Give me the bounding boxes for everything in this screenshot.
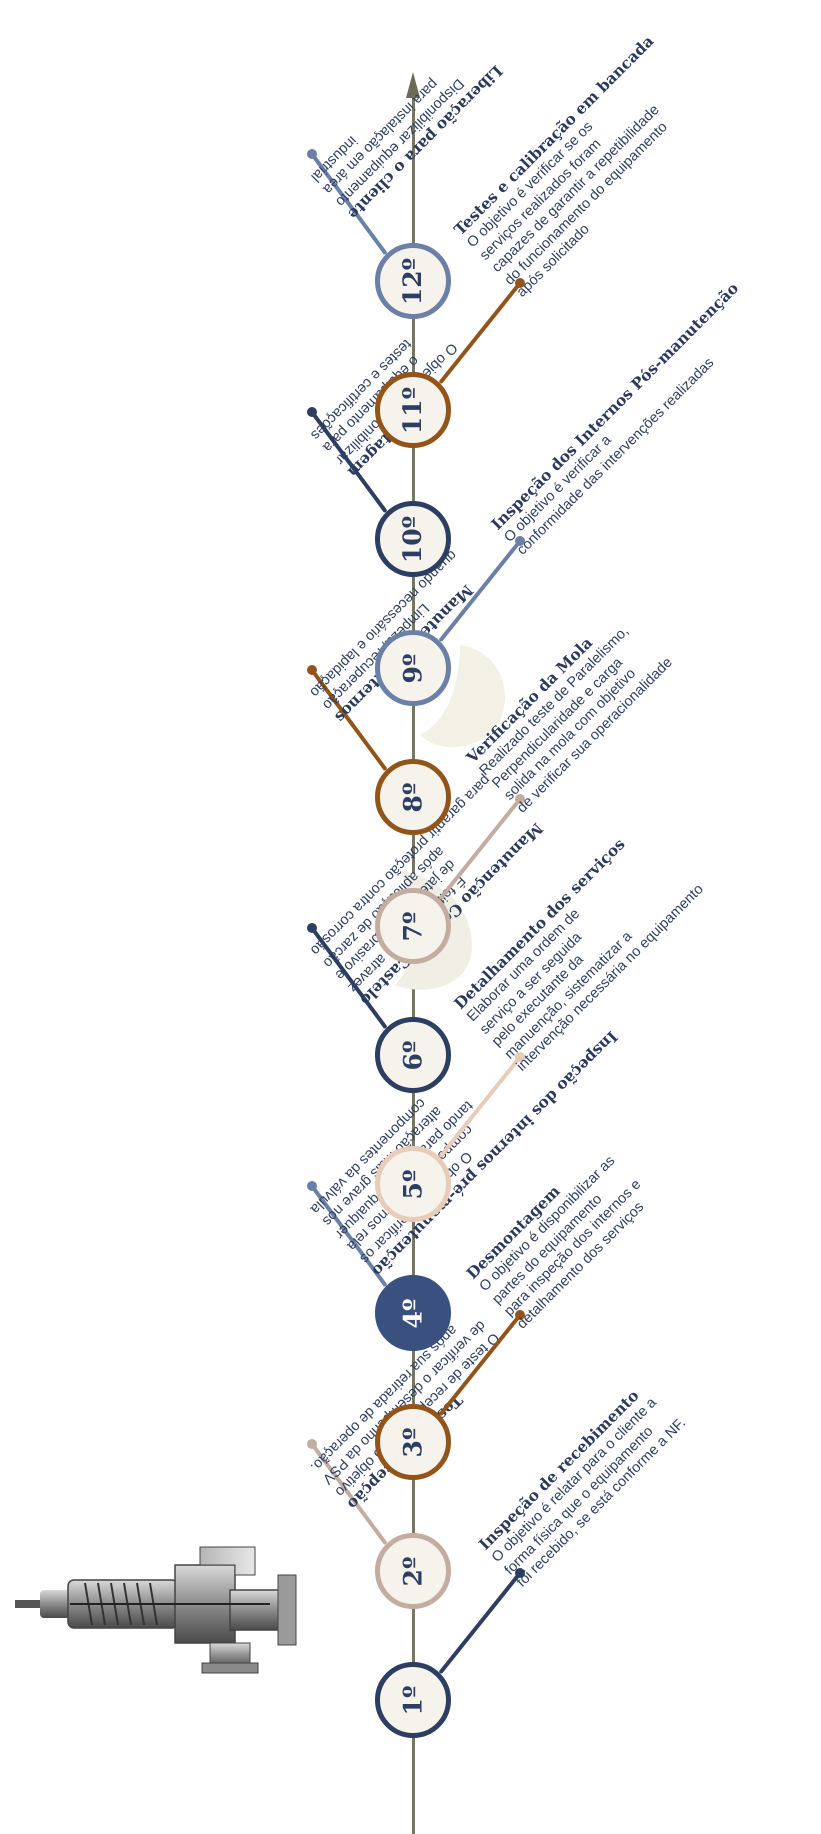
step-connector (438, 1571, 522, 1675)
step-connector-dot (515, 1568, 525, 1578)
step-number: 6º (398, 1040, 428, 1070)
step-connector-dot (307, 149, 317, 159)
step-number: 12º (398, 257, 428, 305)
step-connector-dot (307, 665, 317, 675)
step-connector-dot (307, 1181, 317, 1191)
step-node: 9º (375, 630, 451, 706)
step-number: 11º (398, 386, 428, 434)
step-node: 4º (375, 1275, 451, 1351)
step-number: 3º (398, 1427, 428, 1457)
step-node: 6º (375, 1017, 451, 1093)
step-description: O objetivo é relatar para o cliente a fo… (488, 1394, 690, 1590)
step-connector-dot (515, 536, 525, 546)
timeline-arrowhead (406, 72, 420, 98)
step-connector-dot (307, 407, 317, 417)
step-connector-dot (515, 278, 525, 288)
step-node: 11º (375, 372, 451, 448)
step-node: 1º (375, 1662, 451, 1738)
step-number: 9º (398, 653, 428, 683)
decorative-leaf-icon (420, 645, 506, 747)
step-connector-dot (307, 1439, 317, 1449)
step-number: 4º (398, 1298, 428, 1328)
safety-valve-icon (15, 1546, 297, 1674)
step-number: 1º (398, 1685, 428, 1715)
step-number: 5º (398, 1169, 428, 1199)
step-node: 12º (375, 243, 451, 319)
step-number: 10º (398, 515, 428, 563)
step-connector-dot (515, 794, 525, 804)
step-node: 5º (375, 1146, 451, 1222)
step-node: 10º (375, 501, 451, 577)
step-title: Inspeção dos Internos Pós-manutenção (487, 278, 743, 534)
step-connector-dot (515, 1310, 525, 1320)
step-connector-dot (307, 923, 317, 933)
step-connector (438, 281, 522, 385)
step-node: 3º (375, 1404, 451, 1480)
step-node: 2º (375, 1533, 451, 1609)
step-number: 7º (398, 911, 428, 941)
step-node: 7º (375, 888, 451, 964)
step-connector-dot (515, 1052, 525, 1062)
step-number: 2º (398, 1556, 428, 1586)
step-description: O objetivo é verificar a conformidade da… (501, 354, 718, 558)
step-number: 8º (398, 782, 428, 812)
step-node: 8º (375, 759, 451, 835)
